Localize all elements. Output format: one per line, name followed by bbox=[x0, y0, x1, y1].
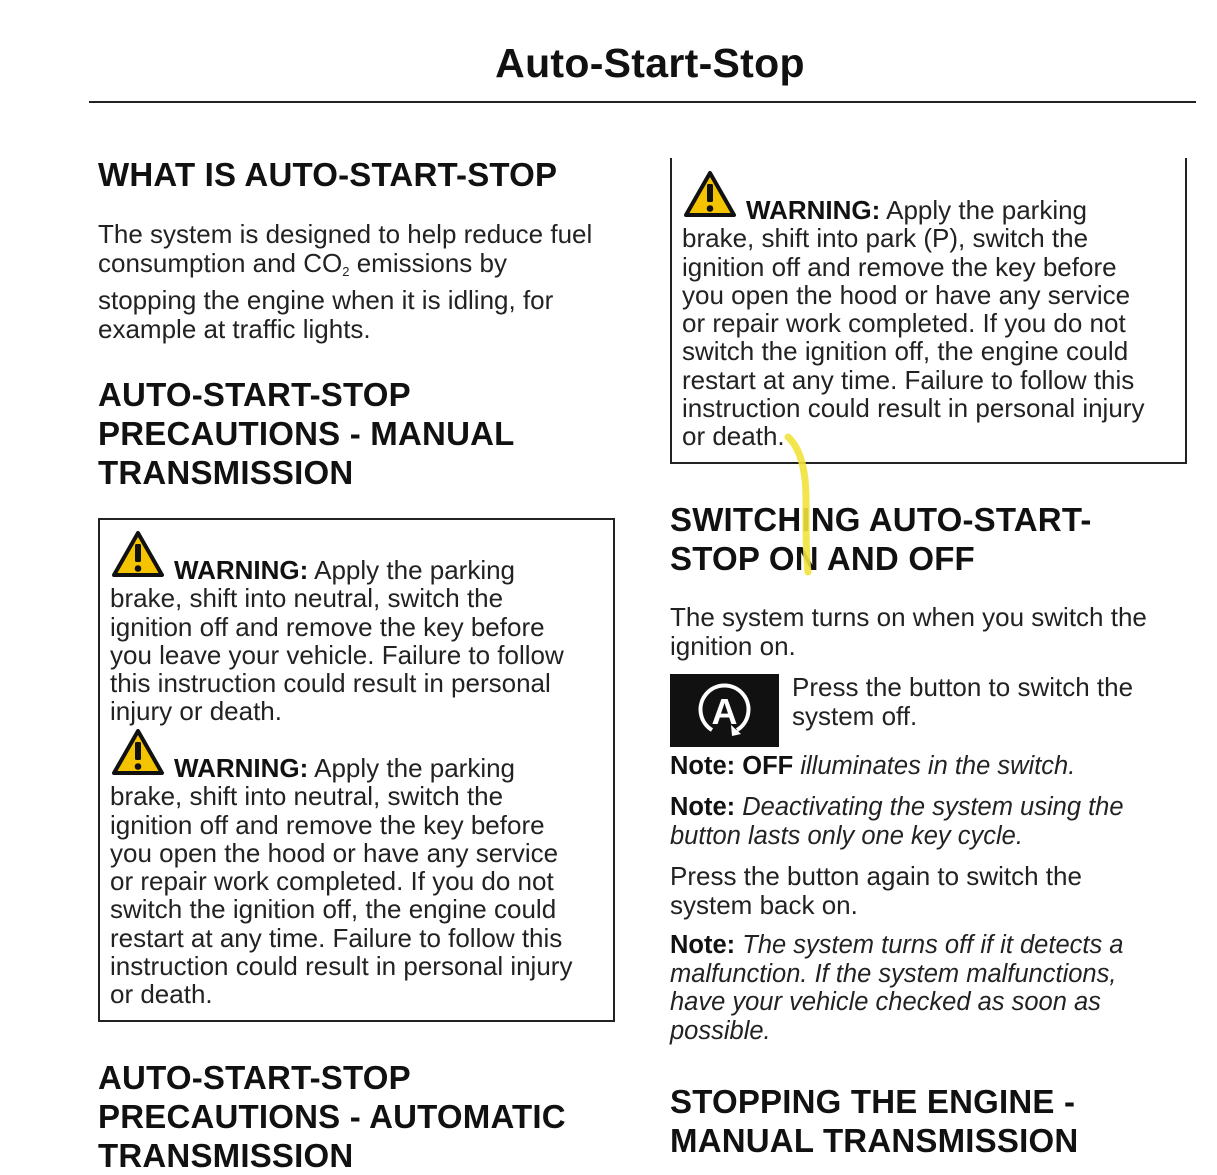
warning-triangle-icon bbox=[112, 729, 164, 775]
warning-rest: brake, shift into park (P), switch the i… bbox=[682, 223, 1145, 452]
button-instruction: Press the button to switch the system of… bbox=[792, 672, 1134, 731]
page-title: Auto-Start-Stop bbox=[495, 40, 805, 86]
auto-start-stop-icon: A bbox=[698, 683, 751, 736]
note-label: Note: bbox=[670, 793, 736, 821]
note-malfunction: Note: The system turns off if it detects… bbox=[670, 931, 1200, 1045]
switching-heading: SWITCHING AUTO-START- STOP ON AND OFF bbox=[670, 501, 1092, 577]
warning-triangle-icon bbox=[684, 171, 736, 217]
automatic-precautions-heading: AUTO-START-STOP PRECAUTIONS - AUTOMATIC … bbox=[98, 1059, 566, 1174]
warning-label: WARNING: bbox=[174, 753, 309, 783]
note-text: illuminates in the switch. bbox=[793, 752, 1076, 780]
press-again-body: Press the button again to switch the sys… bbox=[670, 861, 1082, 920]
auto-start-stop-glyph: A bbox=[712, 691, 738, 732]
what-is-body: The system is designed to help reduce fu… bbox=[98, 220, 638, 343]
manual-warning-1-text: WARNING: Apply the parking brake, shift … bbox=[110, 556, 610, 726]
switching-body: The system turns on when you switch the … bbox=[670, 602, 1147, 661]
note-label: Note: bbox=[670, 752, 736, 780]
co2-subscript: 2 bbox=[342, 263, 350, 279]
warning-label: WARNING: bbox=[746, 195, 881, 225]
what-is-body-part1: The system is designed to help reduce fu… bbox=[98, 219, 593, 278]
manual-precautions-heading: AUTO-START-STOP PRECAUTIONS - MANUAL TRA… bbox=[98, 376, 515, 491]
note-deactivating: Note: Deactivating the system using the … bbox=[670, 793, 1200, 850]
off-label: OFF bbox=[742, 752, 794, 780]
warning-label: WARNING: bbox=[174, 555, 309, 585]
warning-first-line: Apply the parking bbox=[880, 195, 1088, 225]
warning-rest: brake, shift into neutral, switch the ig… bbox=[110, 583, 564, 727]
what-is-heading: WHAT IS AUTO-START-STOP bbox=[98, 156, 558, 193]
manual-warning-2-text: WARNING: Apply the parking brake, shift … bbox=[110, 754, 610, 1009]
title-rule bbox=[89, 101, 1196, 103]
note-text: Deactivating the system using the button… bbox=[670, 793, 1124, 850]
what-is-body-part2: emissions by stopping the engine when it… bbox=[98, 247, 554, 344]
note-text: The system turns off if it detects a mal… bbox=[670, 931, 1124, 1045]
manual-warning-box bbox=[98, 518, 615, 1022]
automatic-warning-box bbox=[670, 158, 1187, 464]
auto-start-stop-button: A bbox=[670, 674, 779, 747]
warning-first-line: Apply the parking bbox=[308, 555, 516, 585]
warning-first-line: Apply the parking bbox=[308, 753, 516, 783]
warning-triangle-icon bbox=[112, 531, 164, 577]
note-label: Note: bbox=[670, 931, 736, 959]
automatic-warning-text: WARNING: Apply the parking brake, shift … bbox=[682, 196, 1182, 451]
stopping-engine-heading: STOPPING THE ENGINE - MANUAL TRANSMISSIO… bbox=[670, 1083, 1079, 1159]
note-off-illuminates: Note: OFF illuminates in the switch. bbox=[670, 752, 1200, 781]
warning-rest: brake, shift into neutral, switch the ig… bbox=[110, 781, 573, 1010]
